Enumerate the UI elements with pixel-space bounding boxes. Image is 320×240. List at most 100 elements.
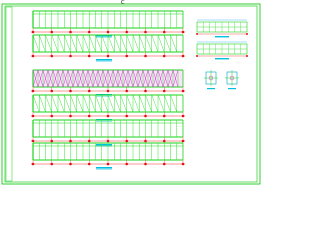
detail-bubble	[246, 55, 248, 57]
brace-diagonal	[82, 69, 89, 88]
axis-bubble	[106, 114, 110, 118]
axis-bubble	[31, 162, 35, 166]
axis-bubble	[144, 162, 147, 166]
axis-bubble	[144, 54, 147, 58]
axis-bubble	[125, 54, 129, 58]
brace-diagonal	[57, 69, 64, 88]
web-diagonal	[57, 94, 65, 113]
axis-bubble	[31, 139, 35, 143]
web-diagonal	[70, 34, 77, 53]
axis-bubble	[69, 30, 72, 34]
detail-bubble	[246, 33, 248, 35]
axis-bubble	[31, 54, 35, 58]
web-diagonal	[164, 94, 171, 113]
axis-bubble	[106, 162, 110, 166]
axis-bubble	[50, 139, 54, 143]
brace-diagonal	[152, 69, 159, 88]
brace-diagonal	[97, 69, 104, 88]
axis-bubble	[69, 114, 72, 118]
axis-bubble	[50, 114, 54, 118]
web-diagonal	[70, 94, 77, 113]
elevation-5	[31, 119, 185, 147]
brace-diagonal	[122, 69, 129, 88]
web-diagonal	[114, 34, 121, 53]
axis-bubble	[87, 139, 91, 143]
binding-strip	[5, 6, 13, 182]
web-diagonal	[157, 94, 165, 113]
web-diagonal	[45, 34, 52, 53]
axis-bubble	[162, 30, 166, 34]
view-title-bar	[96, 35, 112, 37]
brace-diagonal	[167, 69, 174, 88]
axis-bubble	[106, 30, 110, 34]
axis-bubble	[162, 139, 166, 143]
web-diagonal	[170, 94, 177, 113]
axis-bubble	[87, 30, 91, 34]
elevation-group	[31, 10, 185, 170]
brace-diagonal	[72, 69, 79, 88]
brace-diagonal	[92, 69, 99, 88]
brace-diagonal	[37, 69, 44, 88]
web-diagonal	[39, 94, 46, 113]
brace-diagonal	[67, 69, 74, 88]
brace-diagonal	[147, 69, 154, 88]
brace-diagonal	[137, 69, 144, 88]
view-title-bar	[96, 59, 112, 61]
node-title-bar	[228, 88, 236, 90]
node-title-bar	[207, 88, 215, 90]
web-diagonal	[76, 34, 84, 53]
axis-bubble	[181, 54, 185, 58]
axis-bubble	[181, 114, 185, 118]
axis-bubble	[162, 54, 166, 58]
web-diagonal	[151, 34, 159, 53]
node-detail-1	[204, 70, 218, 90]
axis-bubble	[50, 162, 54, 166]
brace-diagonal	[32, 69, 39, 88]
elevation-6	[31, 142, 185, 170]
brace-diagonal	[52, 69, 59, 88]
web-diagonal	[64, 94, 71, 113]
axis-bubble	[125, 30, 129, 34]
axis-bubble	[87, 162, 91, 166]
web-diagonal	[39, 34, 46, 53]
brace-diagonal	[132, 69, 139, 88]
brace-diagonal	[77, 69, 84, 88]
node-detail-2	[225, 70, 239, 90]
view-title-bar	[96, 167, 112, 169]
web-diagonal	[139, 34, 146, 53]
axis-bubble	[50, 54, 54, 58]
axis-bubble	[162, 89, 166, 93]
axis-bubble	[144, 30, 147, 34]
detail-bubble	[196, 55, 198, 57]
web-diagonal	[51, 34, 59, 53]
axis-bubble	[50, 89, 54, 93]
node-bolt	[229, 75, 235, 81]
web-diagonal	[145, 94, 152, 113]
web-diagonal	[32, 34, 40, 53]
axis-bubble	[144, 139, 147, 143]
web-diagonal	[101, 34, 109, 53]
brace-diagonal	[142, 69, 149, 88]
axis-bubble	[106, 54, 110, 58]
web-diagonal	[139, 94, 146, 113]
axis-bubble	[125, 139, 129, 143]
brace-diagonal	[112, 69, 119, 88]
axis-bubble	[144, 114, 147, 118]
web-diagonal	[64, 34, 71, 53]
web-diagonal	[57, 34, 65, 53]
axis-bubble	[125, 114, 129, 118]
detail-title-bar	[215, 58, 229, 60]
view-title-bar	[96, 144, 112, 146]
brace-diagonal	[157, 69, 164, 88]
brace-diagonal	[42, 69, 49, 88]
axis-bubble	[50, 30, 54, 34]
elevation-1	[31, 10, 185, 38]
web-diagonal	[132, 34, 140, 53]
brace-diagonal	[117, 69, 124, 88]
web-diagonal	[157, 34, 165, 53]
brace-diagonal	[62, 69, 69, 88]
axis-bubble	[162, 162, 166, 166]
axis-bubble	[69, 139, 72, 143]
detail-bubble	[196, 33, 198, 35]
axis-bubble	[31, 114, 35, 118]
